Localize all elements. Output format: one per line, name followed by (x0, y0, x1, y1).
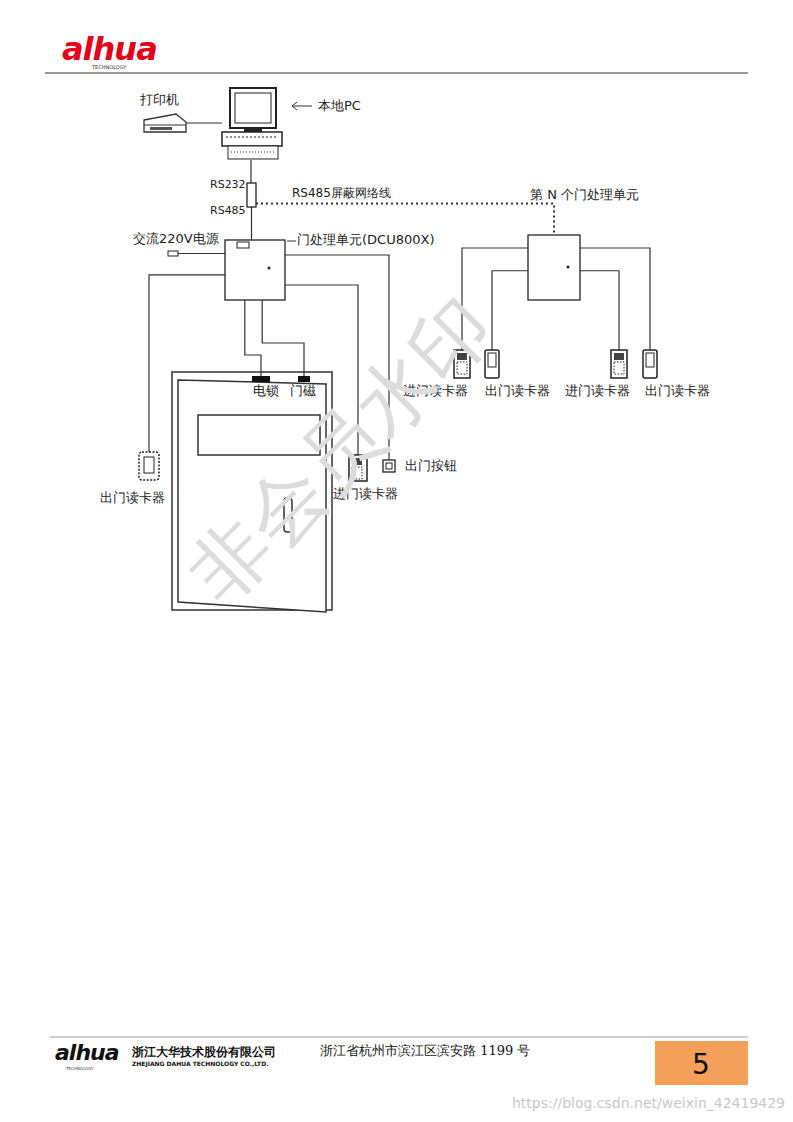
device-label: RS485 (210, 203, 246, 218)
wire (178, 253, 225, 254)
local-pc-icon (222, 88, 282, 160)
wire-label: RS485屏蔽网络线 (290, 186, 393, 200)
page-number: 5 (692, 1050, 710, 1080)
exit-button: 出门按钮 (383, 460, 395, 472)
logo-sub: TECHNOLOGY (92, 64, 126, 70)
entry-reader-icon (611, 350, 627, 378)
exit-reader-icon (643, 350, 657, 378)
source-url: https://blog.csdn.net/weixin_42419429 (512, 1095, 785, 1111)
power-supply: 交流220V电源 (168, 251, 178, 256)
device-label: 门处理单元(DCU800X) (297, 232, 434, 247)
wire (580, 248, 650, 350)
door-magnet: 门磁 (298, 376, 310, 382)
device-label: 出门按钮 (405, 458, 457, 473)
printer: 打印机 (140, 112, 186, 134)
door-controller: 门处理单元(DCU800X) (225, 240, 285, 300)
exit-reader: 出门读卡器 (643, 350, 657, 378)
leader-lines (287, 102, 312, 241)
wire (251, 207, 252, 240)
electric-lock-icon (252, 376, 270, 382)
device-label: 出门读卡器 (100, 490, 165, 505)
device-label: 出门读卡器 (485, 383, 550, 398)
exit-reader-icon (139, 452, 159, 480)
door-controller-icon (528, 235, 580, 300)
device-label: 第 N 个门处理单元 (530, 187, 639, 202)
electric-lock: 电锁 (252, 376, 270, 382)
device-label: 门磁 (290, 383, 316, 398)
company-name: 浙江大华技术股份有限公司 (132, 1044, 276, 1061)
footer-logo-sub: TECHNOLOGY (66, 1066, 94, 1071)
door-controller-icon (225, 240, 285, 300)
footer-logo: alhua (55, 1040, 119, 1065)
device-label: 交流220V电源 (133, 231, 219, 246)
wire (245, 300, 261, 376)
page-number-box (655, 1041, 748, 1085)
wire (580, 271, 619, 350)
converter: RS232RS485 (247, 183, 256, 207)
wire (256, 203, 554, 235)
converter-icon (247, 183, 256, 207)
header-rule (45, 73, 748, 74)
device-label: 进门读卡器 (565, 383, 630, 398)
address: 浙江省杭州市滨江区滨安路 1199 号 (320, 1042, 530, 1060)
printer-icon (140, 112, 186, 134)
exit-reader: 出门读卡器 (139, 452, 159, 480)
device-label: 打印机 (140, 92, 179, 107)
device-label: 本地PC (318, 98, 361, 113)
door-controller: 第 N 个门处理单元 (528, 235, 580, 300)
device-label: 出门读卡器 (645, 383, 710, 398)
wire (262, 300, 304, 376)
entry-reader: 进门读卡器 (611, 350, 627, 378)
local-pc: 本地PC (222, 88, 282, 160)
footer-rule (50, 1037, 748, 1038)
device-label: RS232 (210, 177, 246, 192)
door-magnet-icon (298, 376, 310, 382)
wire (149, 275, 225, 452)
exit-button-icon (383, 460, 395, 472)
wire (186, 122, 222, 123)
company-name-en: ZHEJIANG DAHUA TECHNOLOGY CO.,LTD. (132, 1060, 268, 1067)
wire (250, 160, 251, 183)
power-supply-icon (168, 251, 178, 256)
device-label: 电锁 (253, 383, 279, 398)
logo: alhua (62, 30, 157, 68)
